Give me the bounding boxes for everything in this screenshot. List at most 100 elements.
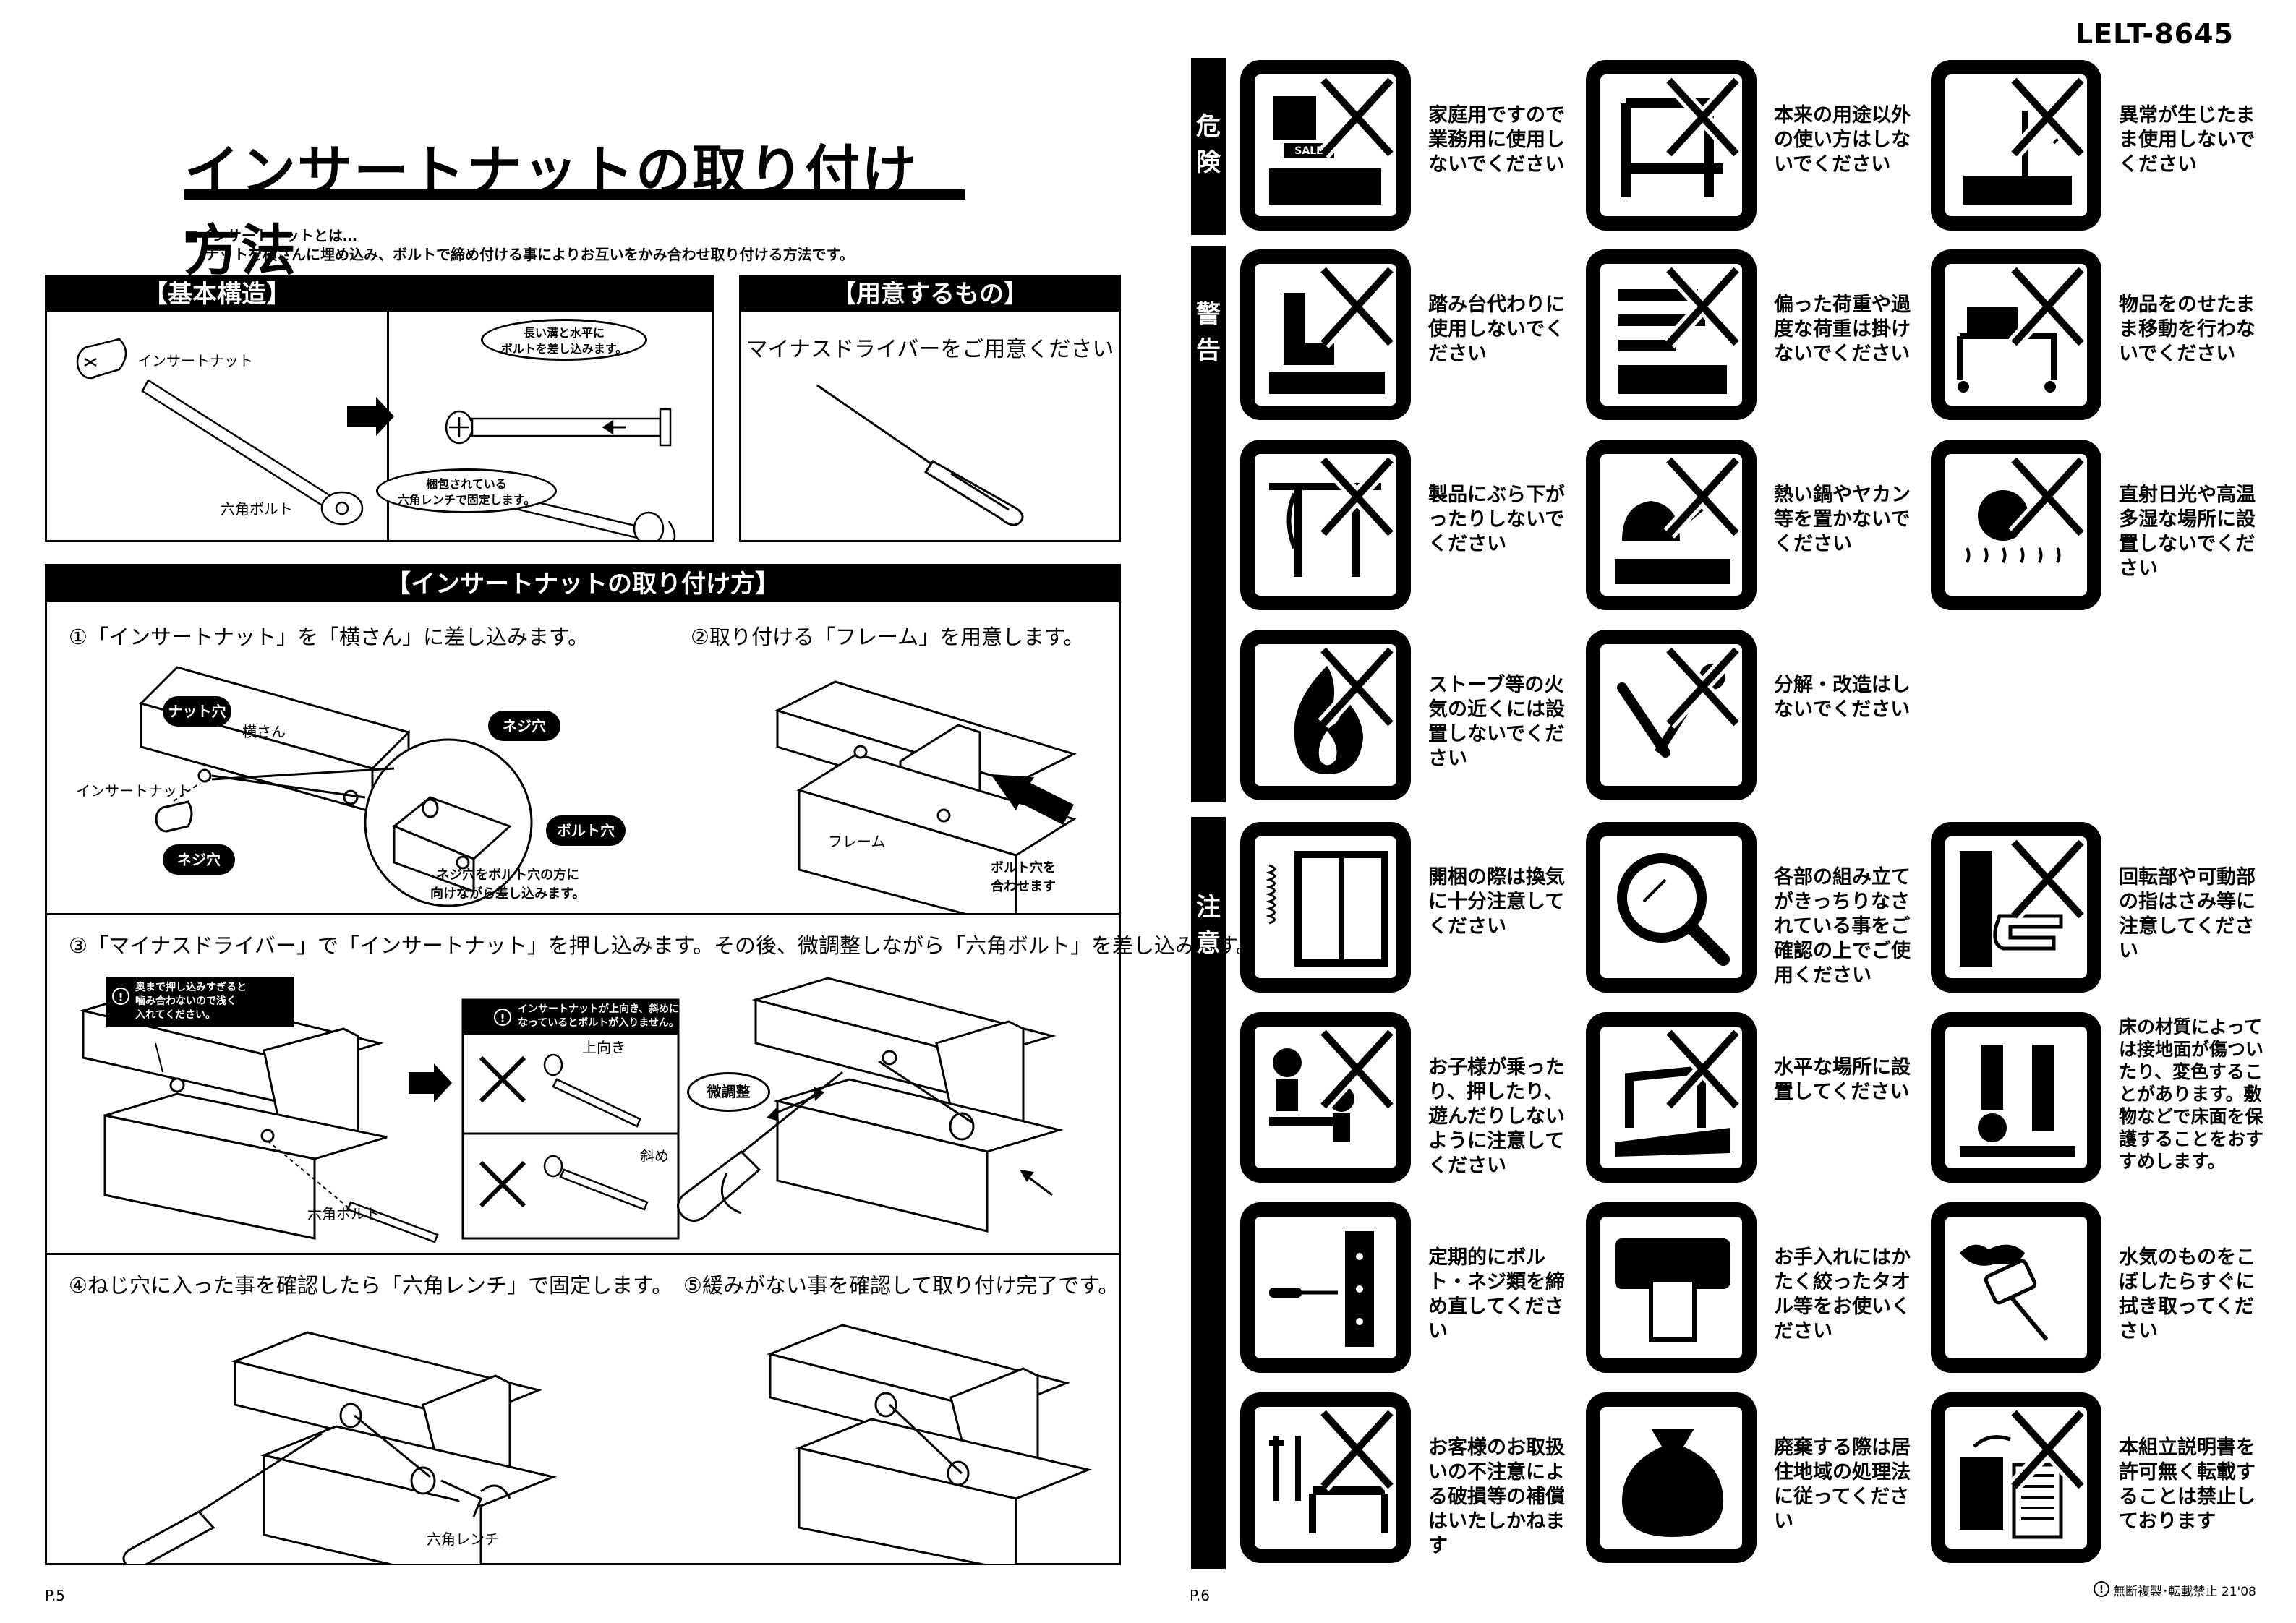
level-floor-icon — [1586, 1012, 1757, 1183]
step-1-text: ①「インサートナット」を「横さん」に差し込みます。 — [69, 625, 589, 649]
pill-screw-hole: ネジ穴 — [163, 844, 235, 875]
page-number-right: P.6 — [1190, 1587, 1211, 1604]
safety-item-text: 偏った荷重や過度な荷重は掛けないでください — [1774, 294, 1911, 365]
intro-heading: ■インサートナットとは… — [184, 227, 357, 244]
safety-item-text: 本来の用途以外の使い方はしないでください — [1774, 104, 1911, 176]
flathead-screwdriver-icon — [816, 384, 1024, 526]
row-divider-1 — [47, 913, 1119, 915]
magnifier-icon — [1586, 822, 1757, 993]
section-caution-bar: 注 意 — [1191, 817, 1226, 1569]
tools-icon — [1586, 630, 1757, 800]
intro-text: ナットを横さんに埋め込み、ボルトで締め付ける事によりお互いをかみ合わせ取り付ける… — [205, 246, 854, 263]
cloth-wipe-icon — [1586, 1202, 1757, 1373]
method-header: 【インサートナットの取り付け方】 — [47, 566, 1119, 602]
safety-item-text: 廃棄する際は居住地域の処理法に従ってください — [1774, 1436, 1911, 1533]
label-insert-nut: インサートナット — [137, 352, 253, 369]
safety-item-text: 踏み台代わりに使用しないでください — [1428, 294, 1565, 365]
row-divider-2 — [47, 1253, 1119, 1255]
uneven-load-icon — [1586, 249, 1757, 420]
copyright-icon: ! — [2094, 1581, 2109, 1597]
required-items-header: 【用意するもの】 — [741, 277, 1119, 312]
misuse-frame-icon — [1586, 60, 1757, 231]
safety-item-text: 物品をのせたまま移動を行わないでください — [2119, 294, 2256, 365]
footer-note: 無断複製･転載禁止 21'08 — [2113, 1585, 2256, 1599]
safety-item-text: 水平な場所に設置してください — [1774, 1056, 1911, 1103]
label-hex-bolt: 六角ボルト — [221, 500, 293, 518]
step-stool-icon — [1240, 249, 1411, 420]
safety-item-text: 床の材質によっては接地面が傷ついたり、変色することがあります。敷物などで床面を保… — [2119, 1016, 2264, 1172]
label-hex-bolt-step3: 六角ボルト — [307, 1205, 380, 1222]
step-5-illustration — [767, 1324, 1092, 1564]
doc-code: LELT-8645 — [2075, 18, 2234, 50]
safety-item-text: お客様のお取扱いの不注意による破損等の補償はいたしかねます — [1428, 1436, 1565, 1557]
safety-item-text: 異常が生じたまま使用しないでください — [2119, 104, 2256, 176]
customer-damage-icon — [1240, 1392, 1411, 1563]
basic-structure-divider — [387, 277, 389, 540]
pinch-hand-icon — [1931, 822, 2101, 993]
required-items-text: マイナスドライバーをご用意ください — [746, 337, 1114, 362]
svg-text:SALE: SALE — [1294, 145, 1323, 157]
required-items-box: 【用意するもの】 マイナスドライバーをご用意ください — [739, 275, 1121, 542]
section-danger-bar: 危 険 — [1191, 58, 1226, 235]
method-box: 【インサートナットの取り付け方】 ①「インサートナット」を「横さん」に差し込みま… — [45, 564, 1257, 1565]
safety-item-text: 各部の組み立てがきっちりなされている事をご確認の上でご使用ください — [1774, 866, 1911, 987]
hanging-icon — [1240, 440, 1411, 610]
label-diagonal: 斜め — [640, 1147, 669, 1165]
safety-item-text: 定期的にボルト・ネジ類を締め直してください — [1428, 1246, 1565, 1342]
section-warning-bar: 警 告 — [1191, 246, 1226, 802]
pill-bolt-hole: ボルト穴 — [546, 815, 626, 846]
sale-shelf-icon: SALE — [1240, 60, 1411, 231]
screwdriver-check-icon — [1240, 1202, 1411, 1373]
abnormal-use-icon — [1931, 60, 2101, 231]
safety-item-text: 分解・改造はしないでください — [1774, 674, 1911, 721]
label-upward: 上向き — [582, 1039, 626, 1056]
step-2-text: ②取り付ける「フレーム」を用意します。 — [691, 625, 1085, 649]
label-hex-wrench: 六角レンチ — [427, 1530, 499, 1548]
page-number-left: P.5 — [45, 1587, 66, 1604]
fire-icon — [1240, 630, 1411, 800]
note-step-2: ボルト穴を 合わせます — [991, 860, 1056, 894]
safety-item-text: 本組立説明書を許可無く転載することは禁止しております — [2119, 1436, 2256, 1533]
step-2-illustration — [774, 680, 1077, 913]
sun-humidity-icon — [1931, 440, 2101, 610]
label-frame: フレーム — [828, 833, 886, 850]
safety-item-text: ストーブ等の火気の近くには設置しないでください — [1428, 674, 1565, 770]
pill-screw-hole-zoom: ネジ穴 — [488, 711, 560, 741]
safety-item-text: 熱い鍋やヤカン等を置かないでください — [1774, 484, 1911, 555]
step-5-text: ⑤緩みがない事を確認して取り付け完了です。 — [683, 1273, 1119, 1298]
moving-cart-icon — [1931, 249, 2101, 420]
bubble-fix-with-wrench: 梱包されている 六角レンチで固定します。 — [376, 468, 557, 513]
safety-item-text: 製品にぶら下がったりしないでください — [1428, 484, 1565, 555]
basic-structure-box: 【基本構造】 — [45, 275, 714, 542]
hot-kettle-icon — [1586, 440, 1757, 610]
basic-structure-header: 【基本構造】 — [47, 277, 387, 312]
step-4-illustration — [122, 1331, 557, 1564]
garbage-bag-icon — [1586, 1392, 1757, 1563]
warning-upward-diagonal: インサートナットが上向き、斜めに なっているとボルトが入りません。 — [518, 1003, 680, 1029]
bubble-fine-adjust: 微調整 — [687, 1072, 770, 1112]
label-yokosan: 横さん — [242, 723, 286, 740]
copy-prohibited-icon — [1931, 1392, 2101, 1563]
step-3-illustration — [79, 977, 1064, 1243]
safety-item-text: 水気のものをこぼしたらすぐに拭き取ってください — [2119, 1246, 2256, 1342]
ventilation-icon — [1240, 822, 1411, 993]
warning-push-too-deep: 奥まで押し込みすぎると 噛み合わないので浅く 入れてください。 — [106, 977, 294, 1027]
safety-item-text: お子様が乗ったり、押したり、遊んだりしないように注意してください — [1428, 1056, 1565, 1177]
child-climbing-icon — [1240, 1012, 1411, 1183]
floor-damage-icon — [1931, 1012, 2101, 1183]
warning-icon: ! — [112, 988, 129, 1005]
bubble-insert-horizontally: 長い溝と水平に ボルトを差し込みます。 — [481, 319, 647, 361]
title-underline — [184, 189, 965, 200]
step-4-text: ④ねじ穴に入った事を確認したら「六角レンチ」で固定します。 — [69, 1273, 673, 1298]
safety-item-text: 開梱の際は換気に十分注意してください — [1428, 866, 1565, 938]
safety-item-text: 家庭用ですので業務用に使用しないでください — [1428, 104, 1565, 176]
label-insert-nut-step1: インサートナット — [76, 782, 192, 800]
basic-structure-header-right — [389, 277, 712, 312]
note-step-1: ネジ穴をボルト穴の方に 向けながら差し込みます。 — [430, 868, 586, 902]
step-1-illustration — [139, 666, 533, 907]
safety-item-text: 直射日光や高温多湿な場所に設置しないでください — [2119, 484, 2256, 580]
safety-item-text: お手入れにはかたく絞ったタオル等をお使いください — [1774, 1246, 1911, 1342]
warning-icon-2: ! — [494, 1009, 511, 1026]
safety-item-text: 回転部や可動部の指はさみ等に注意してください — [2119, 866, 2256, 962]
step-3-text: ③「マイナスドライバー」で「インサートナット」を押し込みます。その後、微調整しな… — [69, 933, 1258, 958]
